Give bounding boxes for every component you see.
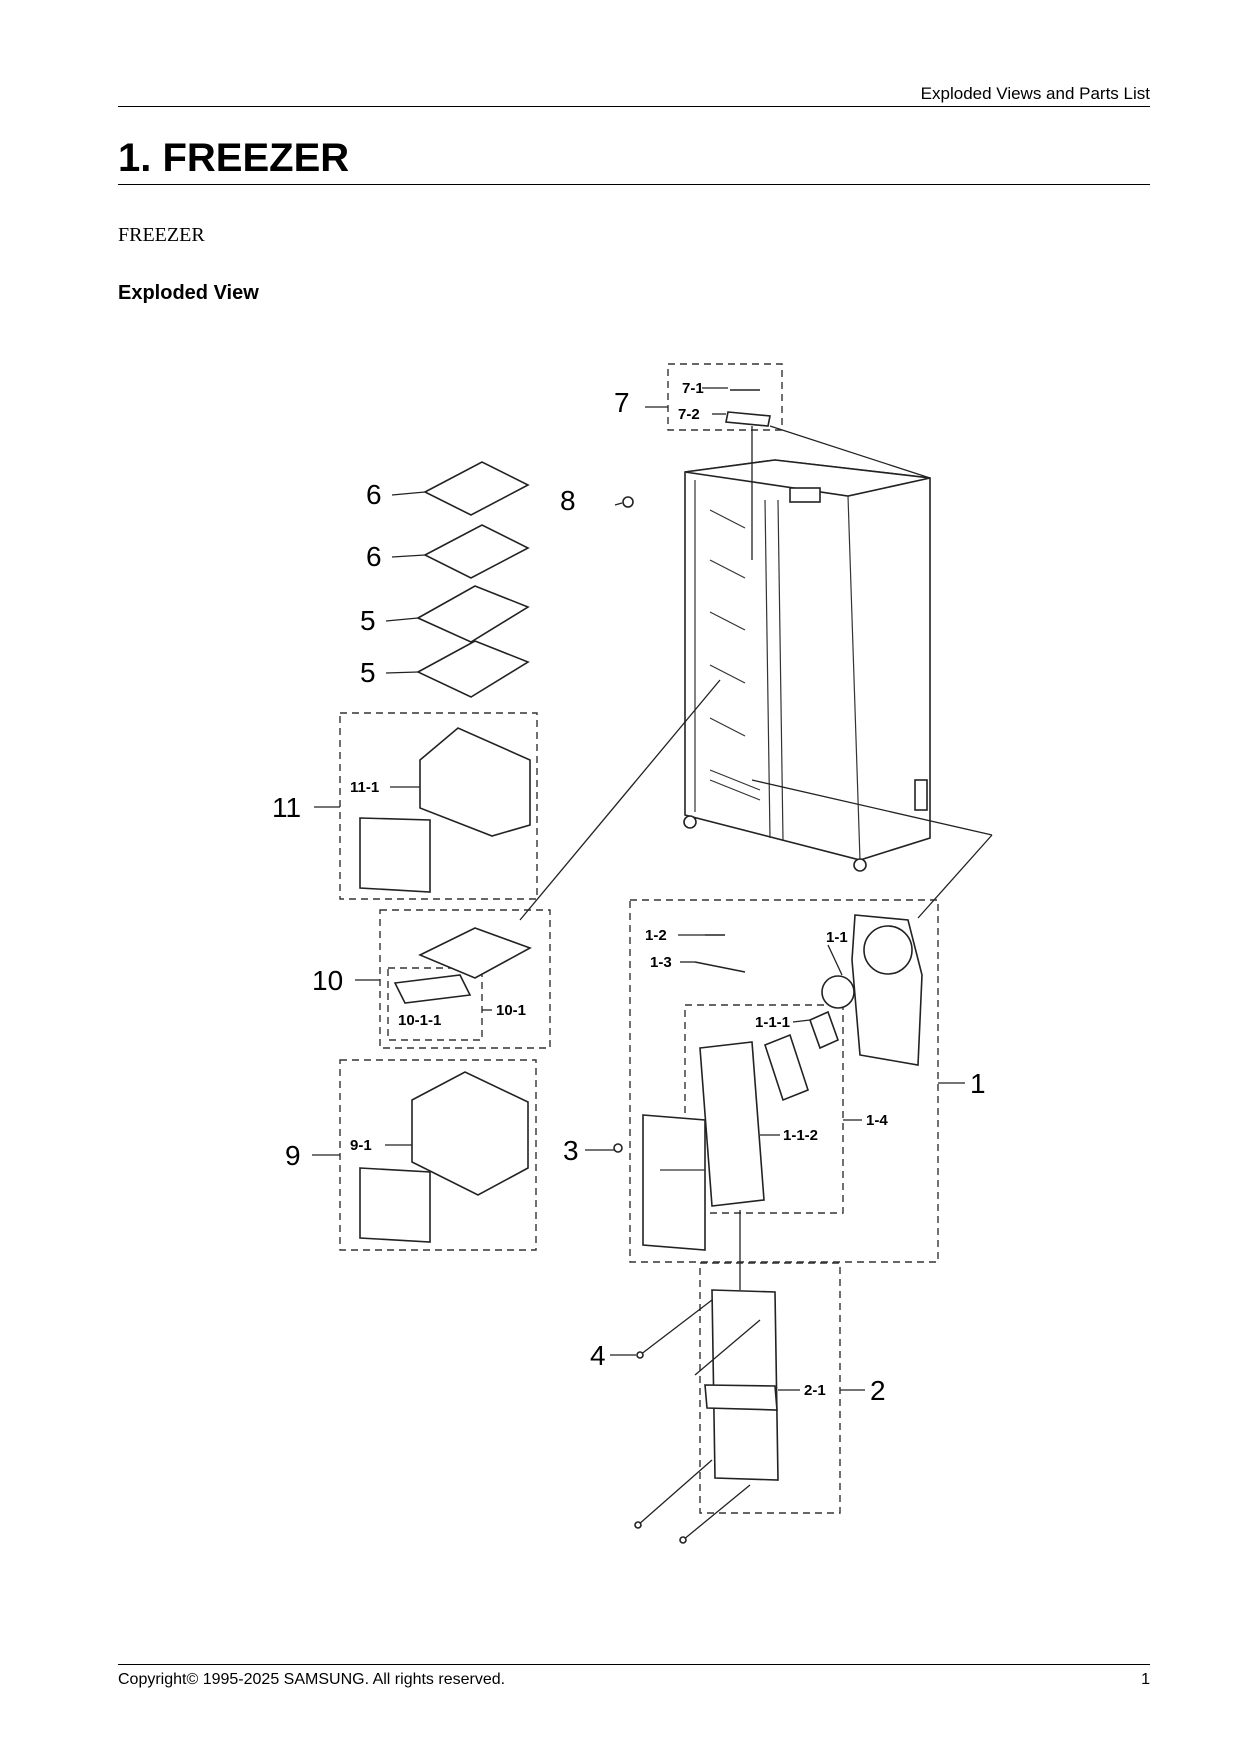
group-11-box (339, 712, 538, 900)
part-9-drawer-front (359, 1167, 431, 1243)
group-10-box (379, 909, 551, 1049)
footer-page-number: 1 (1141, 1671, 1150, 1688)
group-2-box (699, 1262, 841, 1514)
group-1-4-box (684, 1004, 844, 1214)
label-4: 4 (590, 1340, 606, 1371)
label-1-1-1: 1-1-1 (755, 1014, 790, 1031)
group-1-box (629, 899, 939, 1263)
label-7-1: 7-1 (682, 380, 704, 397)
page-header: Exploded Views and Parts List (118, 82, 1150, 107)
shelf-6a (423, 461, 530, 516)
part-11-1 (419, 727, 531, 837)
page-subtitle: FREEZER (118, 224, 205, 246)
part-8 (614, 496, 634, 508)
part-3 (613, 1143, 623, 1153)
label-5a: 5 (360, 605, 376, 636)
part-10-tray (418, 927, 532, 979)
label-9-1: 9-1 (350, 1137, 372, 1154)
label-10: 10 (312, 965, 343, 996)
label-2-1: 2-1 (804, 1382, 826, 1399)
label-5b: 5 (360, 657, 376, 688)
part-1-1-1 (764, 1033, 809, 1102)
part-7-2 (725, 411, 771, 427)
label-10-1: 10-1 (496, 1002, 526, 1019)
part-11-drawer-front (359, 817, 431, 893)
page-title: 1. FREEZER (118, 136, 1150, 185)
label-1: 1 (970, 1068, 986, 1099)
header-section-title: Exploded Views and Parts List (920, 84, 1150, 103)
part-1-3 (694, 961, 746, 973)
label-2: 2 (870, 1375, 886, 1406)
label-1-2: 1-2 (645, 927, 667, 944)
part-1-1 (863, 925, 913, 975)
label-7-2: 7-2 (678, 406, 700, 423)
label-1-1-2: 1-1-2 (783, 1127, 818, 1144)
label-6a: 6 (366, 479, 382, 510)
label-1-4: 1-4 (866, 1112, 888, 1129)
refrigerator-cabinet (683, 459, 931, 872)
label-3: 3 (563, 1135, 579, 1166)
part-4 (636, 1351, 644, 1359)
shelf-5b (416, 640, 530, 698)
part-1-1-2 (699, 1041, 765, 1207)
part-10-1 (393, 974, 472, 1004)
label-7: 7 (614, 387, 630, 418)
group-7-box (667, 363, 783, 431)
label-1-1: 1-1 (826, 929, 848, 946)
page-footer: Copyright© 1995-2025 SAMSUNG. All rights… (118, 1664, 1150, 1695)
label-8: 8 (560, 485, 576, 516)
part-1-cover-panel (642, 1114, 706, 1251)
label-10-1-1: 10-1-1 (398, 1012, 441, 1029)
part-9-1 (411, 1071, 529, 1196)
label-11: 11 (272, 792, 301, 823)
label-9: 9 (285, 1140, 301, 1171)
shelf-5a (416, 585, 530, 643)
shelf-6b (423, 524, 530, 579)
label-1-3: 1-3 (650, 954, 672, 971)
label-6b: 6 (366, 541, 382, 572)
footer-copyright: Copyright© 1995-2025 SAMSUNG. All rights… (118, 1671, 506, 1688)
label-11-1: 11-1 (350, 779, 379, 796)
section-heading: Exploded View (118, 282, 259, 304)
